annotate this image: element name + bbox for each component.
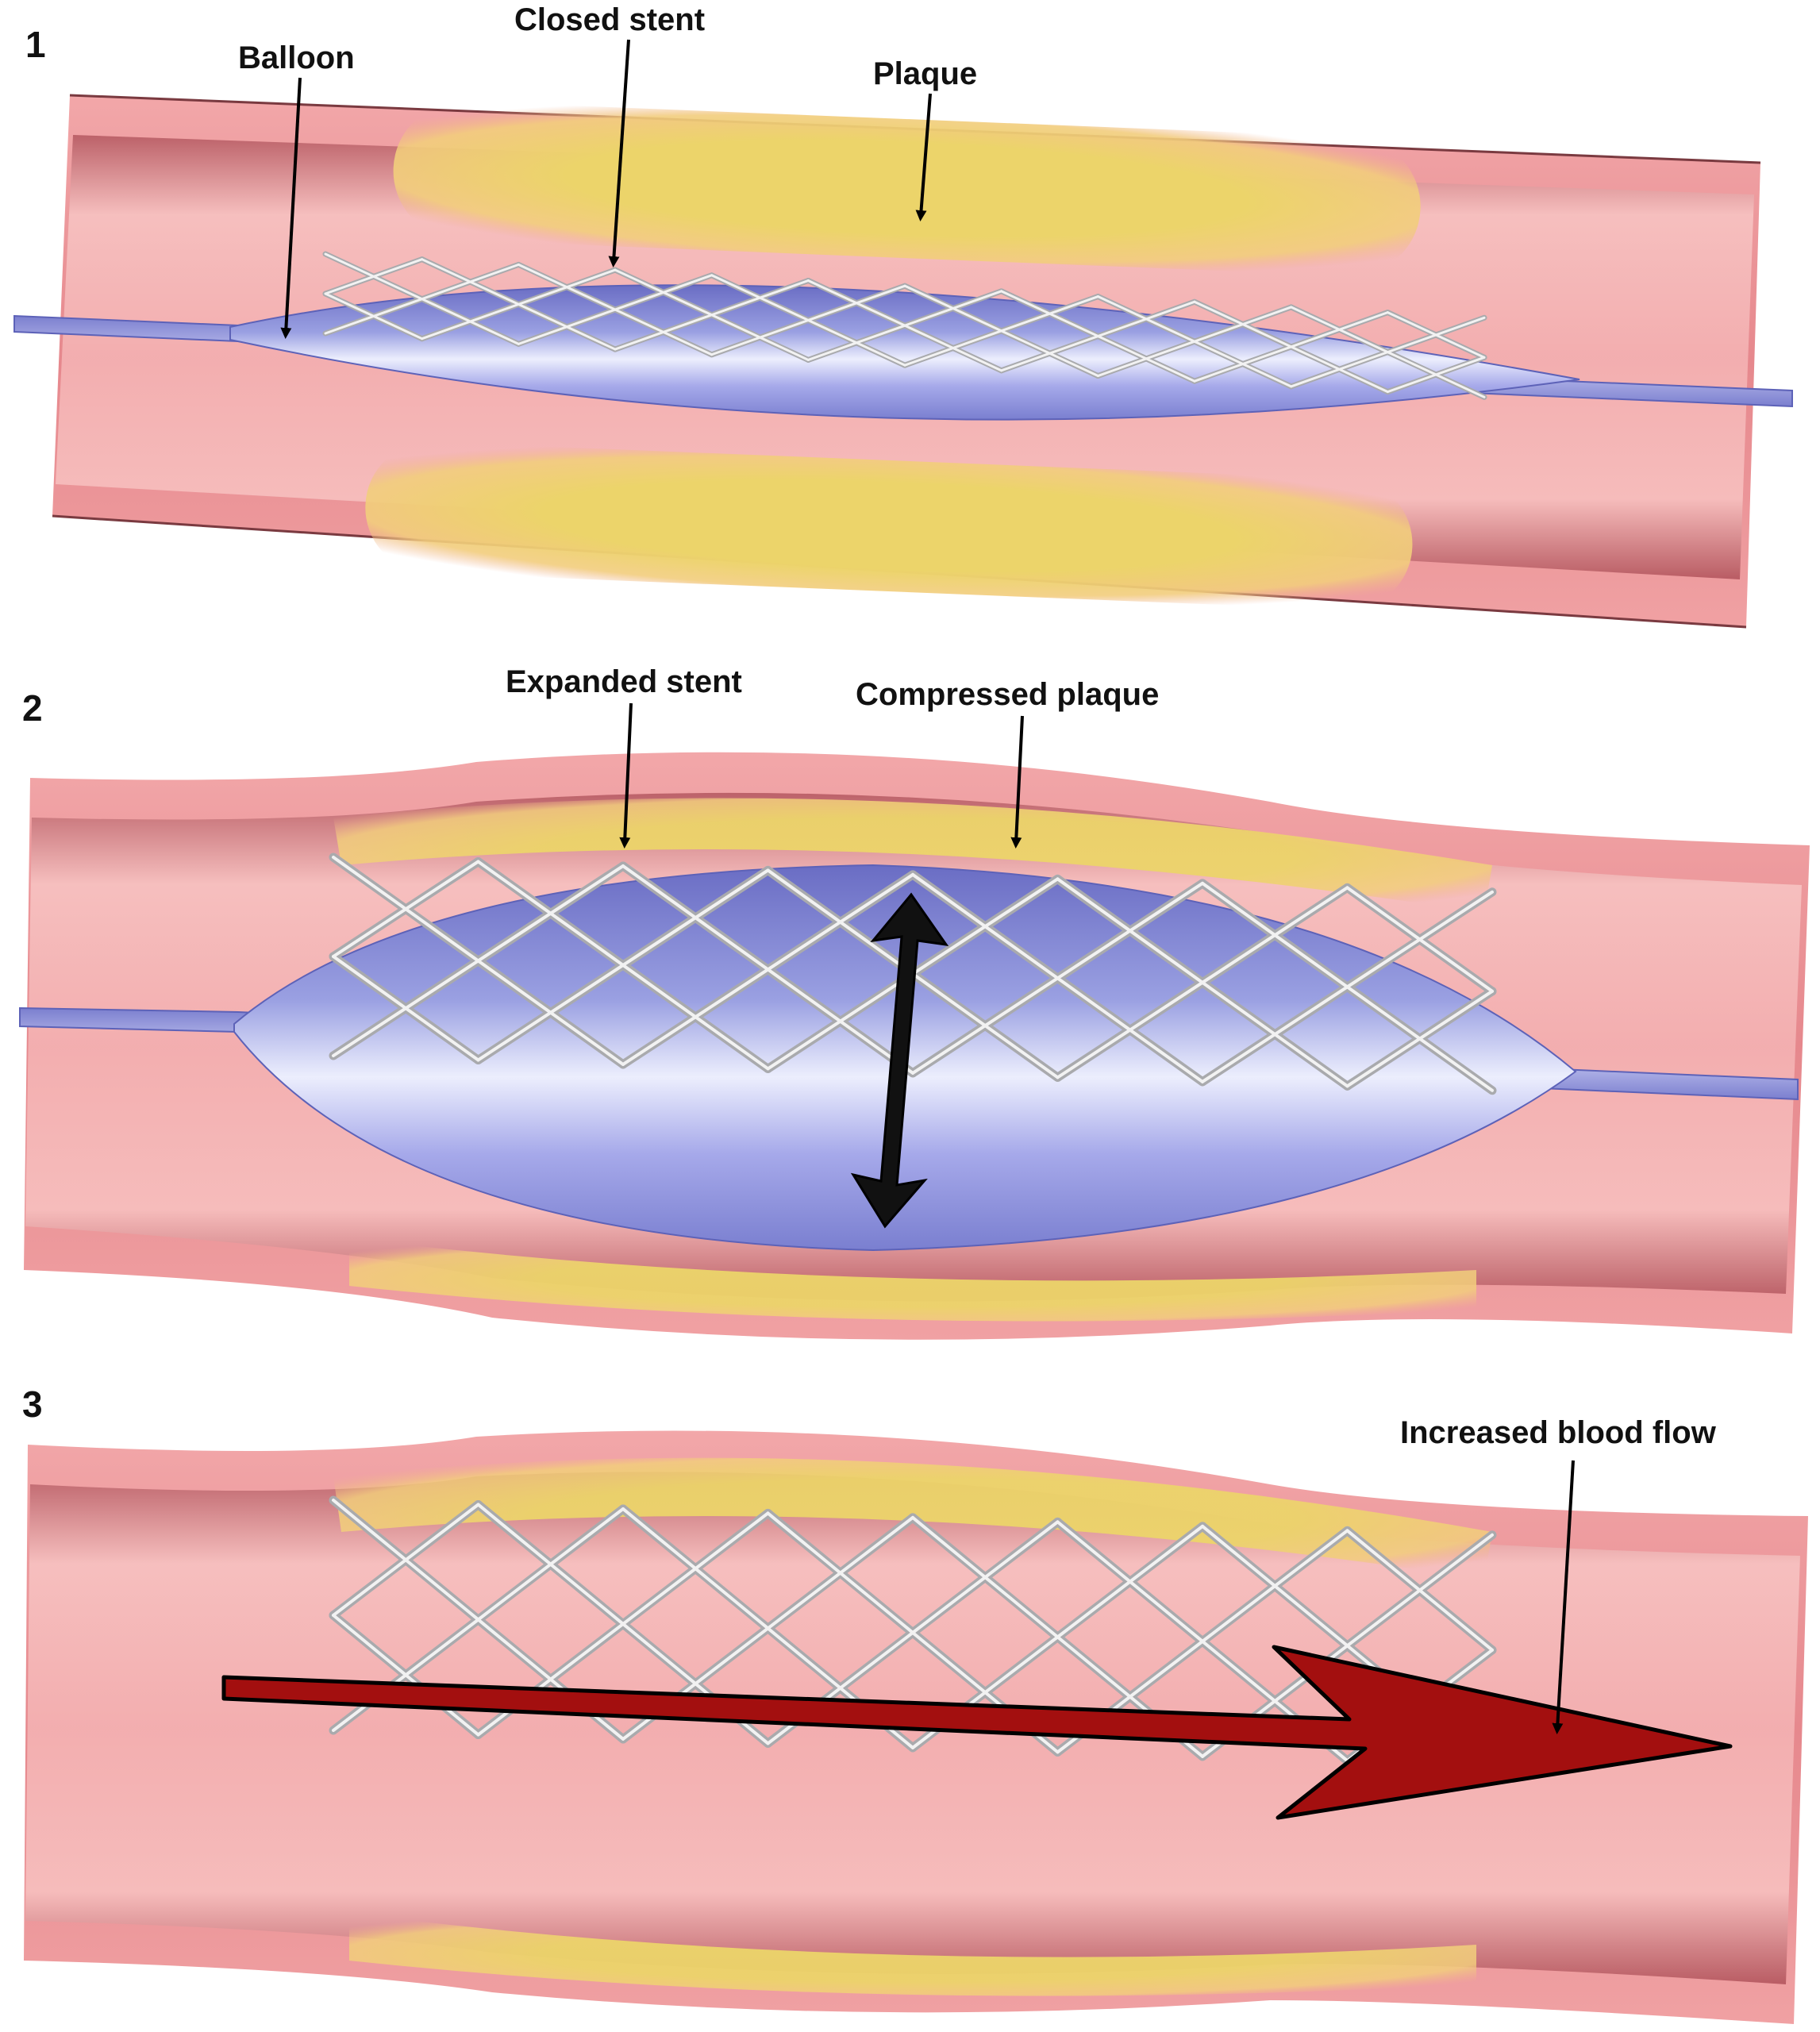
panel-1-plaque-top [393, 101, 1421, 276]
stent-strut-highlight [476, 1507, 625, 1622]
stent-strut-highlight [806, 284, 906, 321]
stent-strut-highlight [1096, 340, 1196, 378]
label-balloon: Balloon [238, 40, 355, 75]
label-compressed-plaque: Compressed plaque [856, 677, 1159, 712]
stent-strut-highlight [1096, 300, 1196, 338]
stent-strut-highlight [421, 302, 520, 341]
panel-number-1: 1 [25, 24, 46, 65]
panel-2-expanded-stent [19, 752, 1810, 1340]
stent1-highlight [324, 252, 1486, 398]
stent-strut-highlight [621, 1511, 770, 1626]
leader-expanded-stent [619, 702, 633, 849]
stent-strut-highlight [621, 868, 770, 967]
stent-strut-highlight [1056, 1524, 1204, 1639]
label-closed-stent: Closed stent [514, 2, 705, 37]
stent-strut-highlight [806, 324, 906, 361]
label-increased-blood-flow: Increased blood flow [1400, 1415, 1717, 1450]
stent-strut-highlight [324, 298, 424, 335]
leader-compressed-plaque [1010, 715, 1024, 849]
stent-strut-highlight [911, 976, 1060, 1075]
stent-strut-highlight [766, 872, 914, 972]
stent-strut-highlight [1201, 985, 1349, 1083]
stent-strut-highlight [710, 318, 810, 356]
stent-strut-highlight [614, 274, 714, 311]
panel-2-plaque-bottom [349, 1238, 1476, 1322]
stent-strut-highlight [1201, 886, 1349, 984]
leader-balloon [280, 77, 302, 339]
stent-strut-highlight [1290, 311, 1389, 348]
stent-strut-highlight [911, 877, 1060, 976]
stent-strut-highlight [1386, 356, 1486, 394]
leader-closed-stent [608, 39, 630, 267]
stent-strut-highlight [1193, 345, 1293, 383]
stent-strut-highlight [1345, 989, 1494, 1088]
stent-strut-highlight [614, 314, 714, 351]
stent-strut-highlight [1056, 980, 1204, 1080]
stent-strut-highlight [517, 308, 617, 345]
stent-strut-highlight [766, 1515, 914, 1630]
stent-strut-highlight [1000, 295, 1099, 333]
panel-1-balloon [229, 284, 1580, 421]
label-expanded-stent: Expanded stent [506, 664, 742, 699]
stent-strut-highlight [476, 963, 625, 1062]
stent-strut-highlight [332, 959, 480, 1057]
stent-strut-highlight [421, 263, 520, 301]
stent-strut-highlight [476, 864, 625, 963]
stent-strut-highlight [324, 258, 424, 295]
panel-number-2: 2 [22, 687, 43, 729]
stent-strut-highlight [766, 972, 914, 1071]
panel-2-expansion-arrow [850, 892, 949, 1229]
stent-strut-highlight [903, 290, 1003, 327]
leader-plaque [915, 93, 932, 221]
stent-strut-highlight [911, 1520, 1060, 1634]
stent-strut-highlight [903, 329, 1003, 367]
panel-3-deployed-stent [24, 1430, 1808, 2024]
stent-strut-highlight [621, 968, 770, 1066]
stent-strut-highlight [1193, 306, 1293, 343]
stent2-highlight [332, 856, 1494, 1092]
panel-3-plaque-bottom [349, 1913, 1476, 1996]
stent-strut-highlight [332, 1618, 480, 1732]
panel-1-plaque-bottom [365, 441, 1413, 610]
panel-1-closed-stent [13, 94, 1793, 629]
stent-strut-highlight [1000, 335, 1099, 372]
panel-number-3: 3 [22, 1384, 43, 1425]
panel-2-plaque-top [333, 798, 1492, 913]
stent-strut-highlight [517, 268, 617, 306]
stent-strut-highlight [1386, 316, 1486, 354]
stent-strut-highlight [476, 1622, 625, 1737]
label-plaque: Plaque [873, 56, 977, 91]
stent-strut-highlight [710, 279, 810, 317]
panel-3-blood-flow-arrow [221, 1645, 1733, 1820]
stent-strut-highlight [332, 1503, 480, 1617]
stent-strut-highlight [1290, 351, 1389, 388]
stent-strut-highlight [621, 1626, 770, 1741]
stent-strut-highlight [1345, 890, 1494, 989]
stent-strut-highlight [1345, 1533, 1494, 1648]
stent-strut-highlight [332, 860, 480, 958]
leader-increased-blood-flow [1552, 1460, 1575, 1734]
stent-strut-highlight [1201, 1529, 1349, 1643]
stent-strut-highlight [1056, 881, 1204, 980]
